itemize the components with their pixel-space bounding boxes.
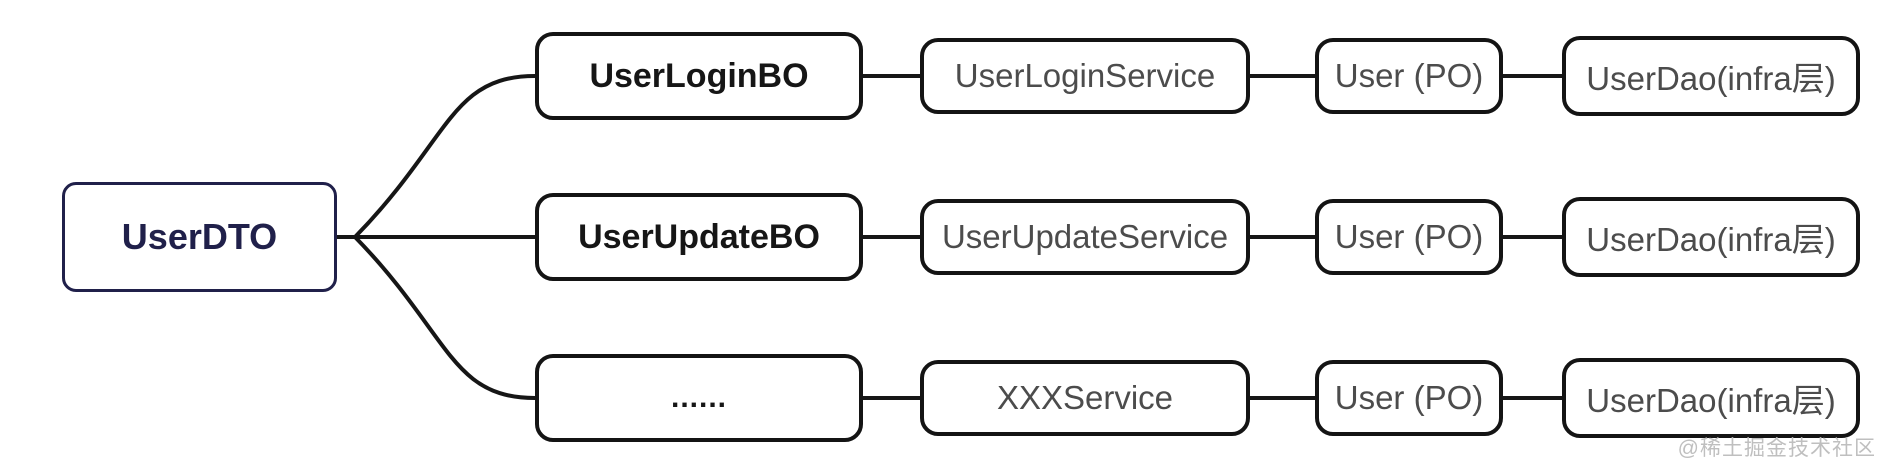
node-userdto-label: UserDTO (121, 216, 278, 257)
node-user-po-2: User (PO) (1315, 199, 1503, 275)
node-userdao-2-label: UserDao(infra层) (1586, 221, 1836, 258)
node-userdao-3-label: UserDao(infra层) (1586, 382, 1836, 419)
node-userdao-1-label: UserDao(infra层) (1586, 60, 1836, 97)
node-xxxservice-label: XXXService (996, 379, 1174, 416)
edge-root-to-bo-3 (353, 235, 536, 400)
node-user-po-3: User (PO) (1315, 360, 1503, 436)
node-user-po-1: User (PO) (1315, 38, 1503, 114)
node-userloginbo: UserLoginBO (535, 32, 863, 120)
juejin-watermark: @稀土掘金技术社区 (1677, 437, 1876, 460)
node-user-po-3-label: User (PO) (1334, 379, 1484, 416)
node-ellipsis-bo-label: ...... (670, 381, 727, 414)
node-user-po-1-label: User (PO) (1334, 57, 1484, 94)
node-user-po-2-label: User (PO) (1334, 218, 1484, 255)
node-userupdatebo: UserUpdateBO (535, 193, 863, 281)
node-userloginservice-label: UserLoginService (954, 57, 1216, 94)
edge-root-to-bo-1 (353, 74, 536, 239)
node-userloginservice: UserLoginService (920, 38, 1250, 114)
node-userupdateservice-label: UserUpdateService (941, 218, 1229, 255)
node-userdto: UserDTO (62, 182, 337, 292)
node-userupdateservice: UserUpdateService (920, 199, 1250, 275)
node-userdao-1: UserDao(infra层) (1562, 36, 1860, 116)
node-ellipsis-bo: ...... (535, 354, 863, 442)
node-userloginbo-label: UserLoginBO (589, 56, 809, 95)
node-userdao-3: UserDao(infra层) (1562, 358, 1860, 438)
node-userupdatebo-label: UserUpdateBO (578, 217, 820, 256)
node-userdao-2: UserDao(infra层) (1562, 197, 1860, 277)
node-xxxservice: XXXService (920, 360, 1250, 436)
